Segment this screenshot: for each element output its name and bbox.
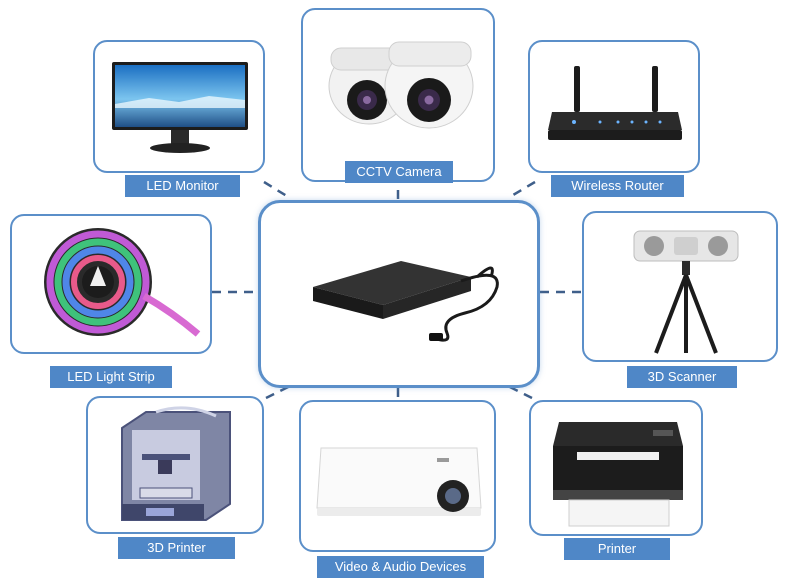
- connector-wireless-router: [507, 180, 536, 200]
- card-led-light-strip: [10, 214, 212, 354]
- connector-printer: [507, 384, 533, 400]
- 3d-scanner-icon: [633, 230, 739, 354]
- power-adapter-icon: [313, 261, 499, 342]
- label-video-audio-devices: Video & Audio Devices: [317, 556, 484, 578]
- card-3d-scanner: [582, 211, 778, 362]
- label-wireless-router: Wireless Router: [551, 175, 684, 197]
- card-wireless-router: [528, 40, 700, 173]
- projector-icon: [316, 447, 482, 516]
- 3d-printer-icon: [121, 406, 231, 521]
- card-3d-printer: [86, 396, 264, 534]
- connector-3d-printer: [265, 384, 291, 400]
- label-led-monitor: LED Monitor: [125, 175, 240, 197]
- label-3d-scanner: 3D Scanner: [627, 366, 737, 388]
- card-video-audio-devices: [299, 400, 496, 552]
- printer-icon: [553, 422, 683, 527]
- monitor-icon: [112, 62, 248, 153]
- led-light-strip-icon: [44, 228, 201, 337]
- card-cctv-camera: [301, 8, 495, 182]
- card-led-monitor: [93, 40, 265, 173]
- label-printer: Printer: [564, 538, 670, 560]
- card-printer: [529, 400, 703, 536]
- cctv-camera-icon: [328, 41, 474, 129]
- label-led-light-strip: LED Light Strip: [50, 366, 172, 388]
- center-power-adapter: [258, 200, 540, 388]
- label-cctv-camera: CCTV Camera: [345, 161, 453, 183]
- label-3d-printer: 3D Printer: [118, 537, 235, 559]
- wireless-router-icon: [548, 66, 682, 140]
- connector-led-monitor: [263, 180, 291, 200]
